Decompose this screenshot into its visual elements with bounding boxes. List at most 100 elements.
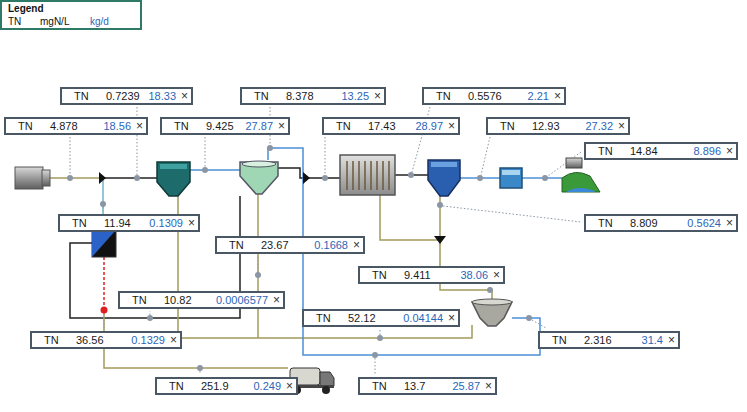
influent-line	[50, 177, 103, 179]
stream-label: TN0.55762.21×	[422, 87, 566, 105]
sample-dot	[377, 335, 383, 341]
dewatering-unit	[92, 230, 116, 257]
legend-text: kg/d	[90, 16, 109, 27]
close-mark: ×	[721, 216, 733, 230]
close-mark: ×	[268, 293, 280, 307]
sample-dot	[197, 365, 203, 371]
outfall-pipe	[566, 158, 582, 168]
leader-line	[103, 207, 104, 211]
thickener	[472, 299, 512, 305]
leader-line	[375, 358, 376, 374]
parameter-name: TN	[157, 380, 191, 392]
stream-label: TN14.848.896×	[584, 142, 738, 160]
concentration-value: 0.7239	[96, 90, 140, 102]
leader-line	[532, 320, 546, 328]
stream-label: TN8.8090.5624×	[584, 214, 738, 232]
close-mark: ×	[663, 333, 675, 347]
stream-line	[278, 168, 340, 178]
stream-label: TN23.670.1668×	[215, 236, 365, 254]
stream-label: TN13.725.87×	[358, 377, 497, 395]
sample-dots	[67, 145, 548, 371]
sample-dot	[477, 175, 483, 181]
legend-text: mgN/L	[40, 16, 69, 27]
close-mark: ×	[488, 268, 500, 282]
stream-label: TN36.560.1329×	[30, 331, 182, 349]
legend-title: Legend	[8, 3, 44, 14]
load-value: 25.87	[444, 380, 480, 392]
concentration-value: 14.84	[620, 145, 685, 157]
disinfection-tank	[502, 170, 520, 175]
sample-dot	[487, 287, 493, 293]
stream-label: TN52.120.04144×	[302, 309, 460, 327]
concentration-value: 10.82	[154, 294, 208, 306]
final-clarifier	[431, 162, 457, 167]
final-clarifier	[428, 160, 460, 196]
concentration-value: 17.43	[358, 120, 407, 132]
leader-line	[150, 311, 151, 315]
close-mark: ×	[721, 144, 733, 158]
close-mark: ×	[131, 119, 143, 133]
sample-dot	[134, 175, 140, 181]
primary-clarifier	[157, 162, 190, 196]
parameter-name: TN	[488, 120, 522, 132]
settling-tank	[242, 161, 276, 167]
close-mark: ×	[348, 238, 360, 252]
close-mark: ×	[443, 119, 455, 133]
parameter-name: TN	[360, 380, 394, 392]
return-line	[380, 195, 440, 240]
leader-line	[205, 137, 206, 167]
concentration-value: 8.378	[276, 90, 333, 102]
load-value: 27.87	[237, 120, 273, 132]
legend-box: LegendTNmgN/Lkg/d	[0, 0, 142, 30]
concentration-value: 23.67	[251, 239, 306, 251]
stream-label: TN0.723918.33×	[60, 87, 193, 105]
disinfection-tank	[500, 168, 522, 188]
outfall-ground	[562, 172, 600, 192]
sample-dot	[147, 315, 153, 321]
close-mark: ×	[176, 89, 188, 103]
stream-label: TN9.41138.06×	[358, 266, 505, 284]
mixer-symbol	[99, 172, 106, 184]
mixer-symbol	[303, 172, 310, 184]
parameter-name: TN	[60, 217, 94, 229]
parameter-name: TN	[32, 334, 66, 346]
load-value: 0.5624	[679, 217, 721, 229]
settling-tank	[240, 162, 278, 194]
primary-clarifier	[160, 164, 187, 169]
dewatering-unit	[92, 230, 116, 257]
load-value: 0.1329	[123, 334, 165, 346]
thickener	[472, 302, 512, 326]
leader-line	[70, 137, 71, 175]
truck-cab	[320, 372, 334, 386]
load-value: 27.32	[577, 120, 613, 132]
sample-dot	[408, 172, 414, 178]
sample-dot	[372, 352, 378, 358]
membrane-fin	[364, 161, 366, 190]
sample-dot	[255, 272, 261, 278]
parameter-name: TN	[120, 294, 154, 306]
stream-label: TN8.37813.25×	[240, 87, 386, 105]
parameter-name: TN	[586, 145, 620, 157]
load-value: 8.896	[685, 145, 721, 157]
parameter-name: TN	[6, 120, 40, 132]
membrane-fin	[376, 161, 378, 190]
truck-wheel	[322, 386, 330, 394]
concentration-value: 9.411	[394, 269, 452, 281]
concentration-value: 13.7	[394, 380, 444, 392]
parameter-name: TN	[424, 90, 458, 102]
load-value: 18.56	[95, 120, 131, 132]
membrane-fin	[388, 161, 390, 190]
sample-dot	[542, 175, 548, 181]
sample-dot	[322, 175, 328, 181]
membrane-modules	[347, 161, 389, 190]
stream-label: TN17.4328.97×	[322, 117, 460, 135]
close-mark: ×	[613, 119, 625, 133]
stream-line	[103, 177, 157, 179]
stream-label: TN9.42527.87×	[160, 117, 290, 135]
concentration-value: 9.425	[196, 120, 237, 132]
leader-line	[258, 257, 259, 272]
splitter-symbol	[434, 236, 446, 244]
close-mark: ×	[549, 89, 561, 103]
membrane-fin	[352, 161, 354, 190]
leader-line	[200, 371, 201, 374]
